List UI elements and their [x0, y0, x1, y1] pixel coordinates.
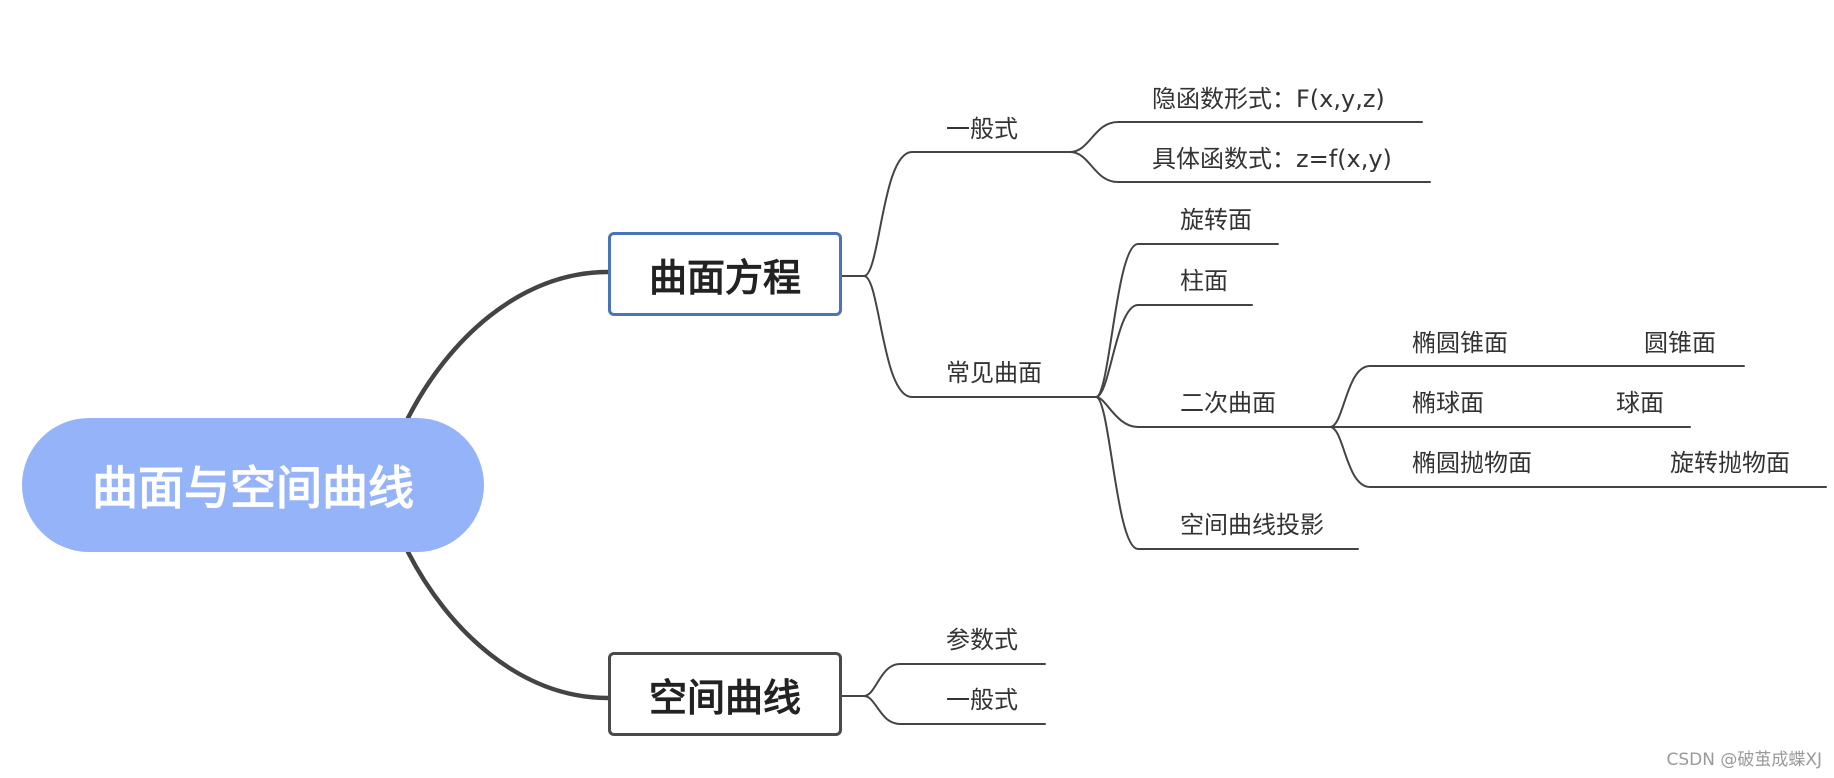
ellipsoid-node[interactable]: 椭球面	[1412, 389, 1484, 417]
explicit-function-node[interactable]: 具体函数式：z=f(x,y)	[1152, 145, 1392, 173]
root-label: 曲面与空间曲线	[92, 461, 414, 515]
rotation-surface-node[interactable]: 旋转面	[1180, 206, 1252, 234]
surface-equation-node[interactable]: 曲面方程	[608, 232, 842, 316]
cone-node[interactable]: 圆锥面	[1644, 329, 1716, 357]
parametric-form-node[interactable]: 参数式	[946, 626, 1018, 654]
implicit-function-node[interactable]: 隐函数形式：F(x,y,z)	[1152, 85, 1385, 113]
curve-general-form-node[interactable]: 一般式	[946, 686, 1018, 714]
common-surfaces-node[interactable]: 常见曲面	[946, 359, 1042, 387]
general-form-node[interactable]: 一般式	[946, 115, 1018, 143]
surface-equation-label: 曲面方程	[648, 255, 801, 300]
elliptic-cone-node[interactable]: 椭圆锥面	[1412, 329, 1508, 357]
rotation-paraboloid-node[interactable]: 旋转抛物面	[1670, 449, 1790, 477]
curve-projection-node[interactable]: 空间曲线投影	[1180, 511, 1324, 539]
space-curve-node[interactable]: 空间曲线	[608, 652, 842, 736]
quadric-surface-node[interactable]: 二次曲面	[1180, 389, 1276, 417]
root-node[interactable]: 曲面与空间曲线	[22, 418, 484, 552]
watermark: CSDN @破茧成蝶XJ	[1666, 750, 1822, 770]
cylinder-node[interactable]: 柱面	[1180, 267, 1228, 295]
sphere-node[interactable]: 球面	[1616, 389, 1664, 417]
space-curve-label: 空间曲线	[648, 675, 801, 720]
elliptic-paraboloid-node[interactable]: 椭圆抛物面	[1412, 449, 1532, 477]
